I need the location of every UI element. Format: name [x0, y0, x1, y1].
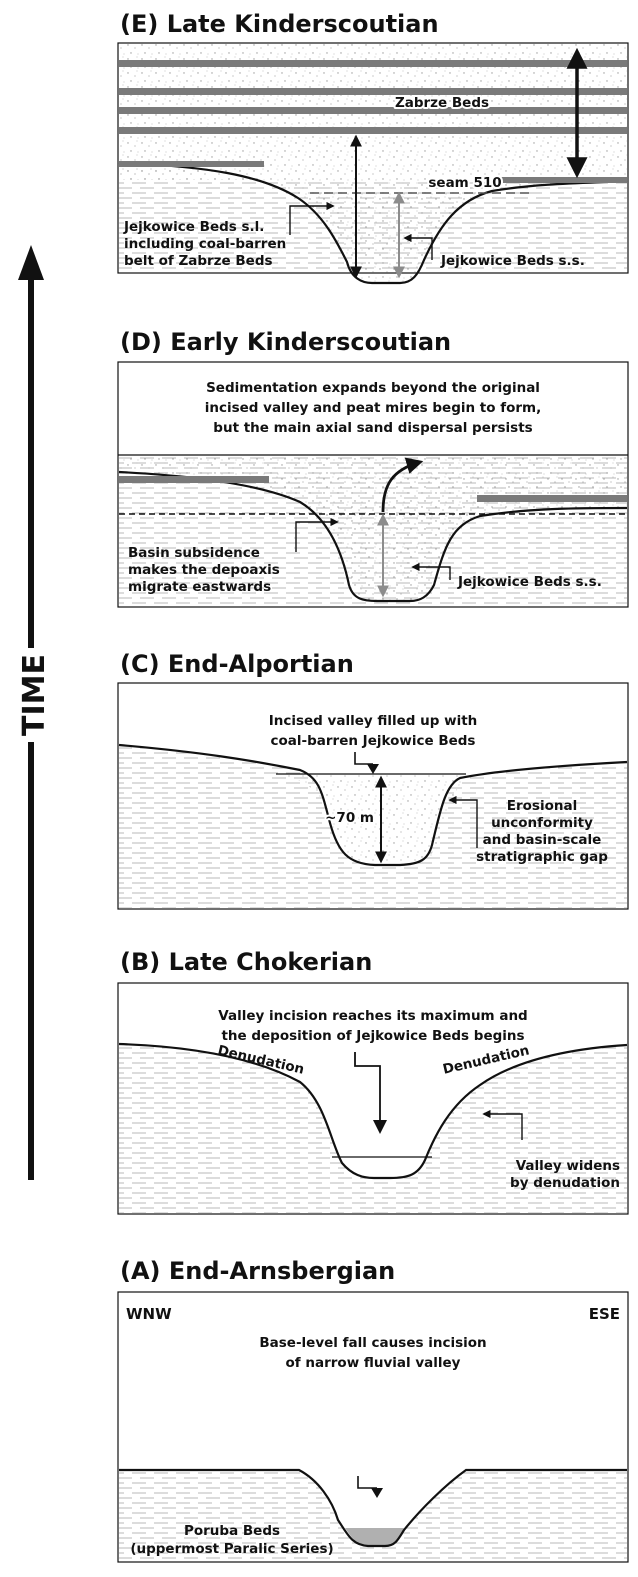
seam-510-label: seam 510 [428, 175, 501, 191]
erosion-surface [118, 161, 628, 285]
subsidence-line2: makes the depoaxis [128, 562, 280, 578]
erosion-label-line3: and basin-scale [483, 832, 602, 848]
erosion-label-line2: unconformity [491, 815, 593, 831]
coal-seam [119, 127, 627, 134]
widens-line2: by denudation [510, 1175, 620, 1191]
valley-fill [345, 1528, 404, 1546]
panel-d-title: (D) Early Kinderscoutian [120, 328, 451, 356]
time-label: TIME [17, 654, 52, 736]
coal-seam [119, 476, 269, 483]
ese-label: ESE [589, 1305, 620, 1323]
panel-b: (B) Late Chokerian Valley incision reach… [117, 948, 629, 1215]
panel-d: (D) Early Kinderscoutian Sedimentation e… [117, 328, 629, 608]
panel-d-text-line2: incised valley and peat mires begin to f… [205, 400, 542, 416]
ss-label: Jejkowice Beds s.s. [457, 574, 602, 590]
panel-d-text-line3: but the main axial sand dispersal persis… [213, 420, 532, 436]
panel-c: (C) End-Alportian Incised valley filled … [117, 650, 629, 910]
time-arrow: TIME [17, 245, 52, 1180]
panel-a-text-line1: Base-level fall causes incision [259, 1335, 486, 1351]
panel-b-title: (B) Late Chokerian [120, 948, 372, 976]
sl-label-line1: Jejkowice Beds s.l. [123, 219, 264, 235]
sl-label-line3: belt of Zabrze Beds [124, 253, 273, 269]
widens-line1: Valley widens [516, 1158, 620, 1174]
panel-b-text-line1: Valley incision reaches its maximum and [218, 1008, 527, 1024]
poruba-line1: Poruba Beds [184, 1523, 280, 1539]
coal-seam [477, 495, 627, 502]
panel-a-text-line2: of narrow fluvial valley [286, 1355, 461, 1371]
panel-a-title: (A) End-Arnsbergian [120, 1257, 395, 1285]
panel-e-title: (E) Late Kinderscoutian [120, 10, 439, 38]
panel-d-text-line1: Sedimentation expands beyond the origina… [206, 380, 540, 396]
panel-e: (E) Late Kinderscoutian Zabrze Beds seam… [117, 10, 629, 285]
erosion-label-line4: stratigraphic gap [476, 849, 608, 865]
panel-c-text-line1: Incised valley filled up with [269, 713, 478, 729]
coal-seam [119, 161, 264, 167]
coal-seam [119, 107, 627, 114]
zabrze-beds-label: Zabrze Beds [395, 95, 489, 111]
poruba-line2: (uppermost Paralic Series) [130, 1541, 333, 1557]
panel-c-title: (C) End-Alportian [120, 650, 354, 678]
erosional-unconformity [118, 743, 628, 867]
sand-dispersal-arrow [381, 457, 424, 513]
wnw-label: WNW [126, 1305, 172, 1323]
coal-seam [119, 60, 627, 67]
erosion-label-line1: Erosional [507, 798, 577, 814]
coal-seam [119, 88, 627, 95]
valley-profile [118, 1042, 628, 1180]
subsidence-line1: Basin subsidence [128, 545, 260, 561]
ss-label: Jejkowice Beds s.s. [440, 253, 585, 269]
seam-510-bar [500, 177, 627, 183]
panel-c-text-line2: coal-barren Jejkowice Beds [271, 733, 476, 749]
panel-b-text-line2: the deposition of Jejkowice Beds begins [221, 1028, 524, 1044]
panel-a: (A) End-Arnsbergian WNW ESE Base-level f… [117, 1257, 629, 1563]
valley-profile [119, 1468, 627, 1548]
sl-label-line2: including coal-barren [124, 236, 286, 252]
depth-label: ~70 m [325, 810, 374, 826]
subsidence-line3: migrate eastwards [128, 579, 271, 595]
